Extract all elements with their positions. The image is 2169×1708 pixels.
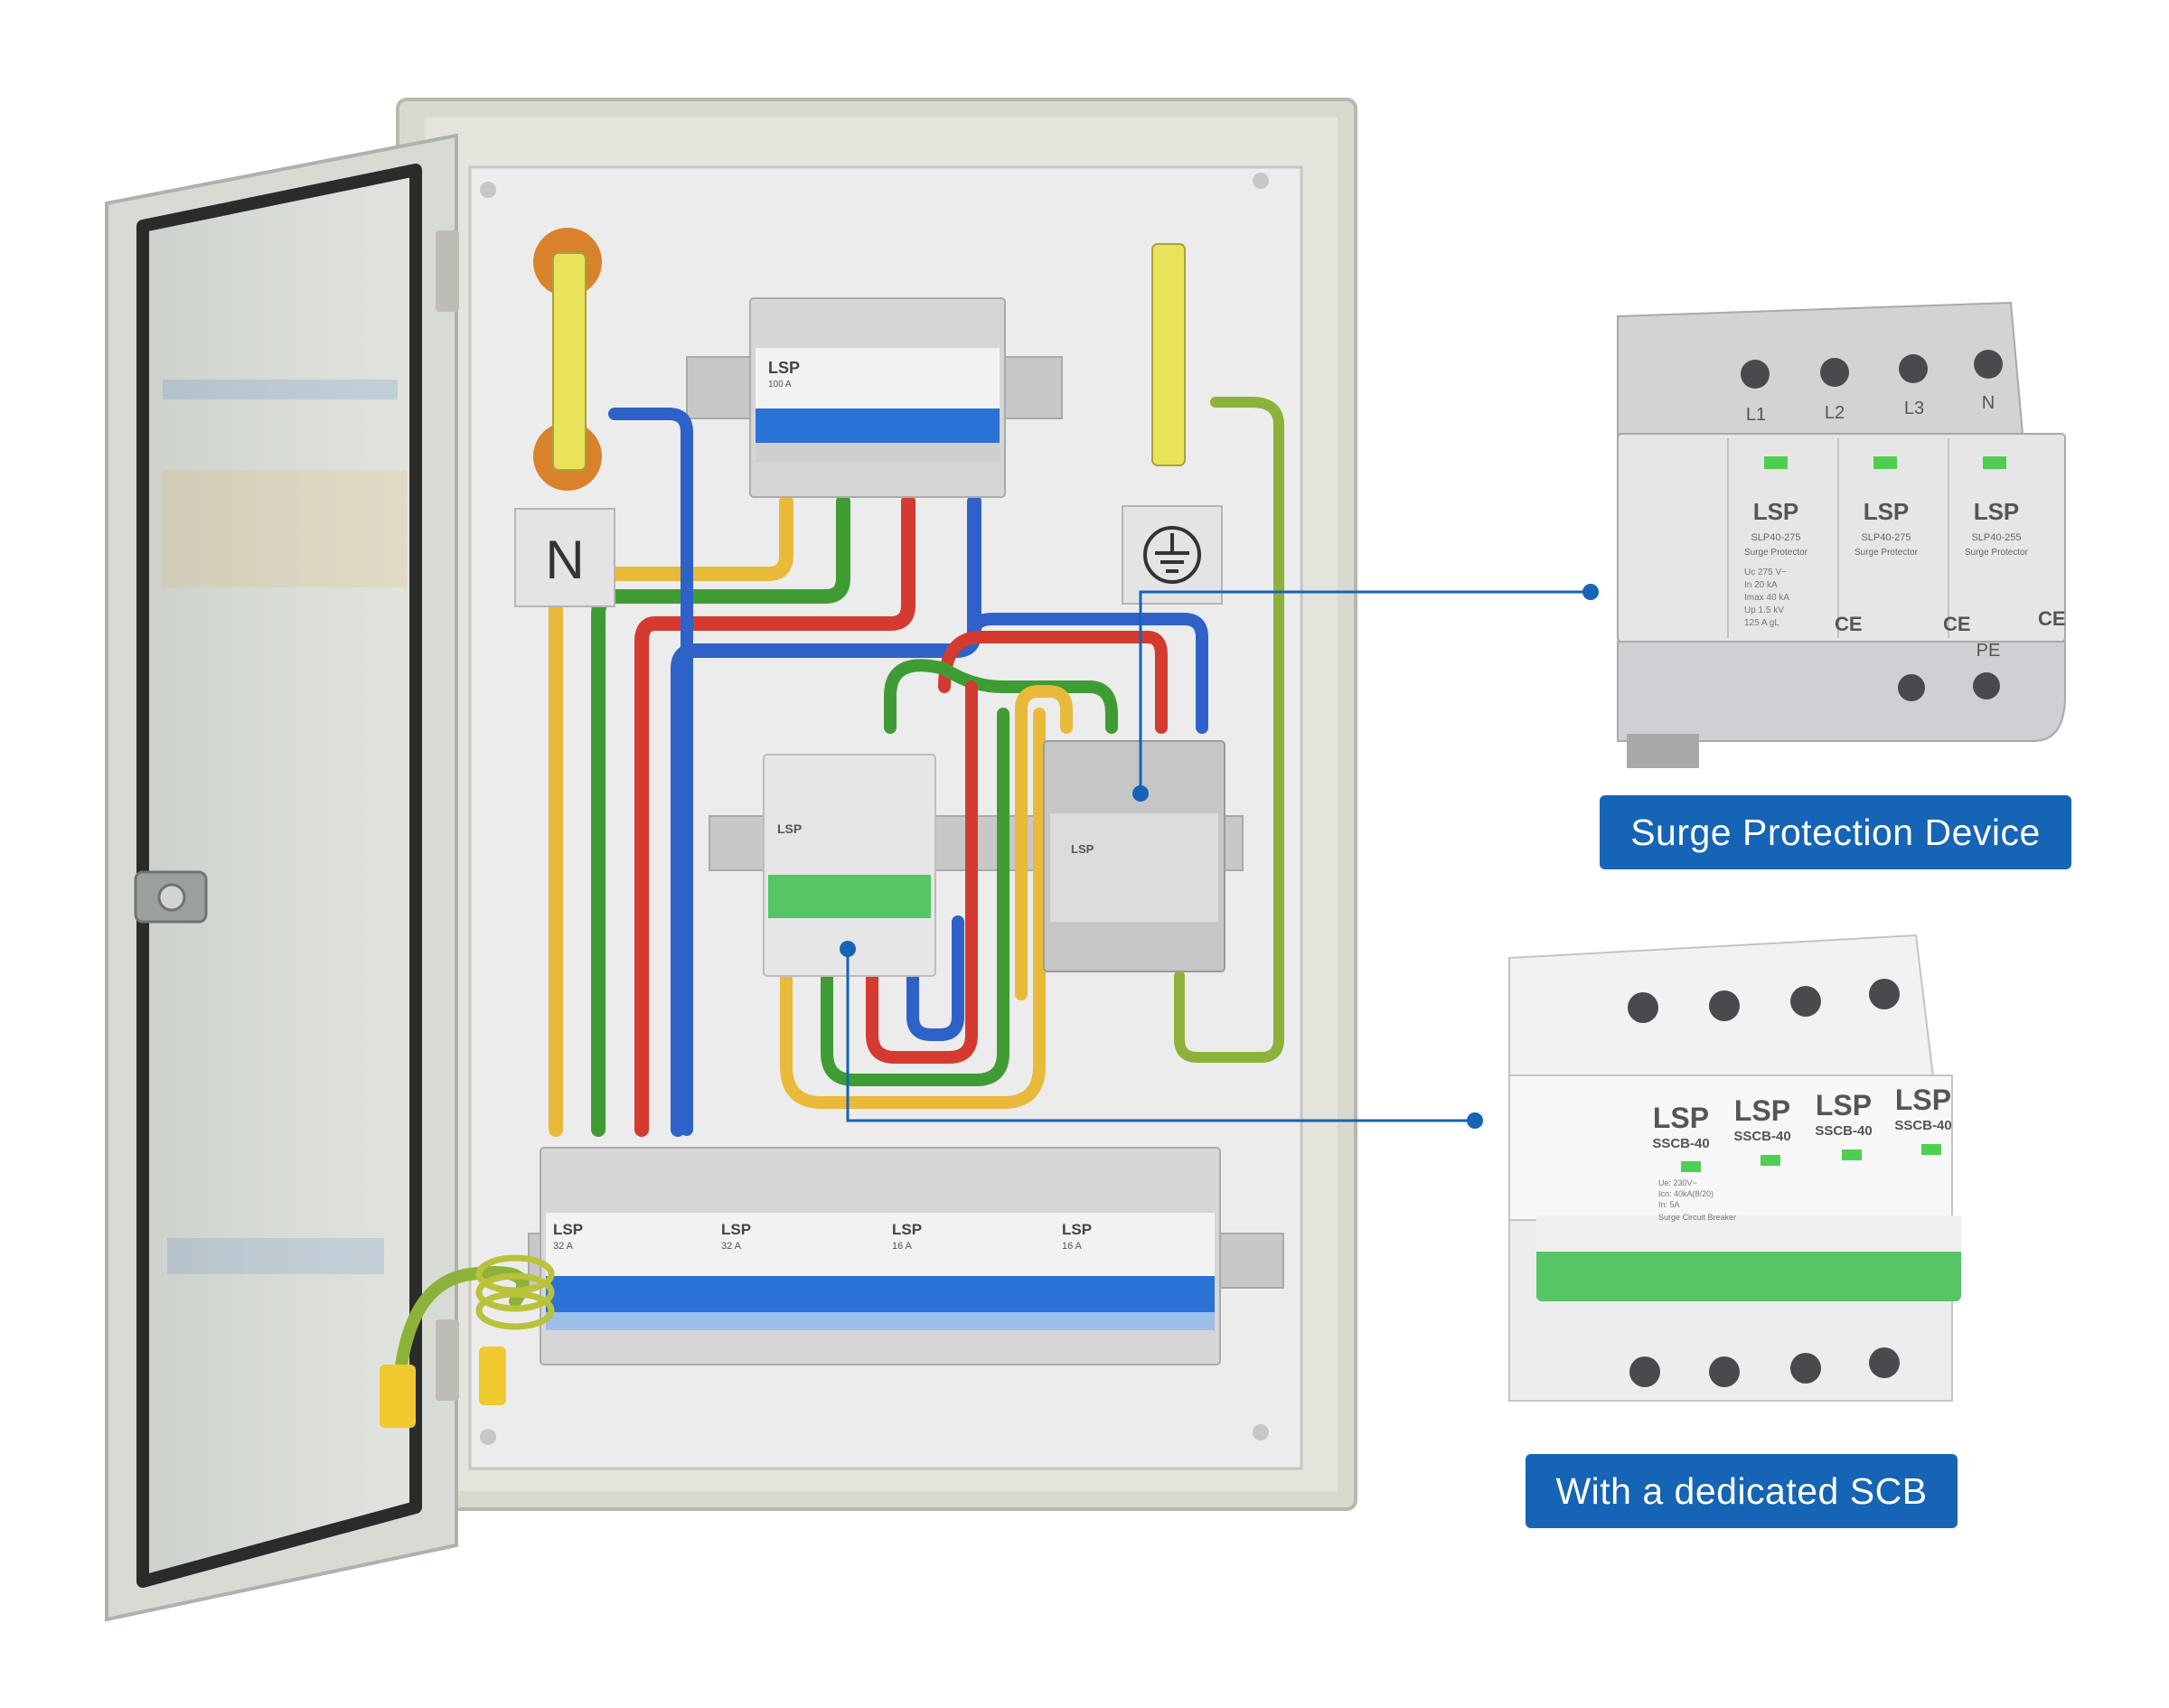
spd-ce-mark-3: CE [2038, 607, 2066, 630]
spd-brand: LSP [1071, 842, 1094, 856]
spd-module-2-type: Surge Protector [1854, 548, 1919, 558]
mcb-4-rating: 16 A [1062, 1241, 1083, 1252]
spd-module-3-brand: LSP [1974, 498, 2020, 525]
spd-module-1-brand: LSP [1753, 498, 1799, 525]
main-breaker-brand: LSP [768, 359, 800, 377]
spd-zoom-screws [1741, 350, 2003, 701]
neutral-busbar [533, 228, 602, 491]
scb-brand: LSP [777, 821, 802, 836]
mcb-4-brand: LSP [1062, 1221, 1092, 1238]
surge-protector: LSP [1043, 740, 1225, 972]
spd-terminal-n: N [1982, 393, 1995, 413]
spd-module-1-type: Surge Protector [1744, 548, 1808, 558]
wire-red [634, 494, 915, 1137]
spd-spec-1: Uc 275 V~ [1744, 568, 1787, 577]
mcb-3-rating: 16 A [892, 1241, 913, 1252]
mcb-1-brand: LSP [553, 1221, 583, 1238]
mcb-2-brand: LSP [721, 1221, 751, 1238]
scb-module-2-model: SSCB-40 [1733, 1129, 1790, 1144]
mcb-3-brand: LSP [892, 1221, 922, 1238]
callout-spd-text: Surge Protection Device [1630, 811, 2041, 853]
scb-zoom [1508, 934, 1961, 1402]
earth-lug-2 [479, 1347, 506, 1405]
spd-spec-3: Imax 40 kA [1744, 593, 1789, 603]
spd-zoom-modules: LSP LSP LSP SLP40-275 SLP40-275 SLP40-25… [1744, 456, 2066, 635]
scb-module-4-brand: LSP [1895, 1084, 1951, 1116]
spd-terminal-l1: L1 [1746, 405, 1766, 425]
main-breaker: LSP 100 A [749, 297, 1006, 498]
main-breaker-rating: 100 A [768, 380, 792, 389]
callout-dedicated-scb: With a dedicated SCB [1526, 1454, 1958, 1528]
spd-terminal-l3: L3 [1904, 399, 1924, 418]
spd-spec-4: Up 1.5 kV [1744, 605, 1784, 615]
scb-spec-2: Icn: 40kA(8/20) [1658, 1189, 1714, 1198]
mcb-1-rating: 32 A [553, 1241, 574, 1252]
earth-coil [475, 1254, 555, 1330]
spd-ce-mark-2: CE [1943, 613, 1971, 635]
neutral-plate [514, 508, 615, 607]
scb-module-2-brand: LSP [1734, 1094, 1790, 1127]
spd-module-3-model: SLP40-255 [1971, 532, 2021, 543]
callout-lines [840, 584, 1599, 1129]
door [105, 133, 459, 1622]
spd-module-3-type: Surge Protector [1965, 548, 2029, 558]
spd-module-2-model: SLP40-275 [1861, 532, 1911, 543]
scb-module-3-brand: LSP [1816, 1089, 1872, 1121]
wire-door-earth [391, 1266, 530, 1412]
spd-module-1-model: SLP40-275 [1751, 532, 1800, 543]
earth-busbar [1151, 243, 1186, 466]
earth-symbol-icon [1143, 526, 1201, 584]
spd-terminal-l2: L2 [1825, 403, 1845, 423]
spd-terminal-pe: PE [1977, 641, 2001, 661]
neutral-label: N [545, 530, 584, 590]
wire-blue-neutral [608, 408, 693, 1136]
spd-spec-5: 125 A gL [1744, 618, 1779, 628]
scb-spec-1: Ue: 230V~ [1658, 1178, 1697, 1187]
mcb-2-rating: 32 A [721, 1241, 742, 1252]
scb-module-3-model: SSCB-40 [1815, 1123, 1872, 1139]
surge-circuit-breaker: LSP [763, 754, 936, 977]
scb-zoom-modules: LSP LSP LSP LSP SSCB-40 SSCB-40 SSCB-40 … [1652, 1084, 1951, 1222]
callout-surge-protection-device: Surge Protection Device [1600, 795, 2071, 869]
scb-module-1-brand: LSP [1653, 1102, 1709, 1134]
scb-type-label: Surge Circuit Breaker [1658, 1213, 1736, 1222]
scb-spec-3: In: 5A [1658, 1200, 1680, 1209]
scb-module-4-model: SSCB-40 [1894, 1118, 1951, 1133]
branch-breakers [540, 1147, 1221, 1365]
spd-zoom [1617, 301, 2066, 768]
door-latch-icon [134, 870, 208, 924]
callout-scb-text: With a dedicated SCB [1555, 1469, 1928, 1512]
spd-module-2-brand: LSP [1864, 498, 1910, 525]
scb-zoom-screws [1628, 979, 1900, 1387]
scb-module-1-model: SSCB-40 [1652, 1136, 1709, 1151]
wire-yellow-spd [1015, 685, 1073, 1000]
spd-spec-2: In 20 kA [1744, 580, 1778, 590]
earth-lug [380, 1365, 416, 1428]
spd-ce-mark-1: CE [1835, 613, 1863, 635]
spd-zoom-terminal-labels: L1 L2 L3 N PE [1746, 393, 2000, 661]
